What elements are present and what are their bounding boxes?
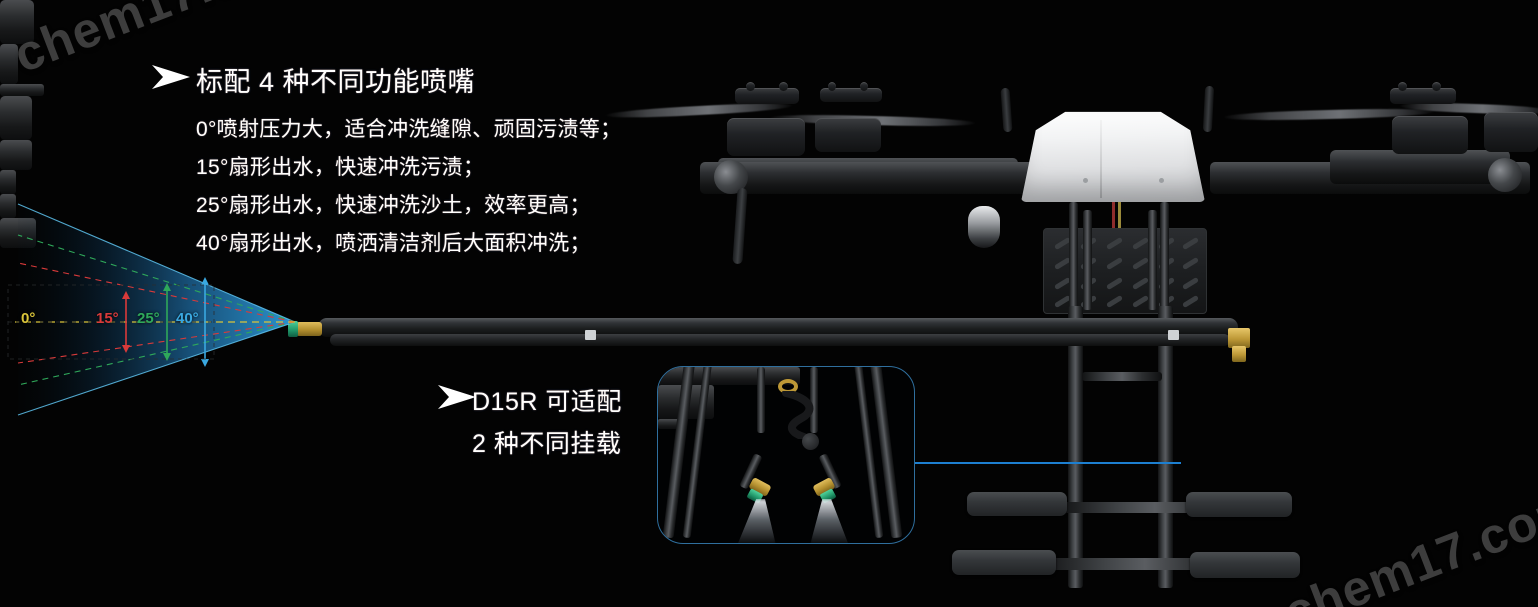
landing-skid-pad (1186, 492, 1292, 517)
nozzle-feature-line: 40°扇形出水，喷洒清洁剂后大面积冲洗； (196, 232, 591, 255)
landing-gear-leg (1148, 210, 1157, 310)
nav-light-housing (1488, 158, 1522, 192)
landing-skid-pad (967, 492, 1067, 516)
landing-gear-leg (1068, 306, 1083, 588)
landing-skid-pad (1190, 552, 1300, 578)
landing-gear-leg (1083, 210, 1092, 310)
boom-collar (0, 140, 32, 170)
arm-clamp (0, 96, 32, 140)
spray-boom-tube (318, 318, 1238, 337)
shell-screw (1159, 178, 1164, 183)
dual-nozzle-mount-inset (657, 366, 915, 544)
motor-bolt (828, 82, 836, 91)
spray-nozzle-body (296, 322, 322, 336)
motor-mount (820, 88, 882, 102)
spray-angle-label-0: 0° (21, 310, 36, 327)
arrow-bullet-icon (150, 62, 192, 92)
landing-gear-crossbar (1060, 502, 1250, 513)
antenna-rod (1000, 87, 1013, 133)
nozzle-feature-line: 0°喷射压力大，适合冲洗缝隙、顽固污渍等； (196, 118, 622, 141)
battery-wire (1112, 202, 1115, 228)
brass-fitting (1228, 328, 1250, 348)
battery-wire (1118, 202, 1121, 228)
drone-illustration (0, 0, 1538, 588)
fuselage-shell (1021, 111, 1205, 202)
arm-clamp (0, 44, 18, 84)
inset-frame-rail (757, 367, 765, 433)
boom-collar (0, 194, 16, 218)
camera-lens (968, 206, 1000, 248)
motor-mount (1390, 88, 1456, 104)
battery-rail (1160, 202, 1169, 314)
shell-crease (1100, 120, 1102, 198)
arm-clamp (0, 0, 34, 44)
mount-block-line2: 2 种不同挂载 (472, 430, 622, 458)
motor-housing (815, 118, 881, 152)
motor-housing (1484, 112, 1538, 152)
drone-arm (1330, 150, 1510, 184)
inset-valve-block (658, 419, 682, 429)
motor-mount (735, 88, 799, 104)
battery-module (1043, 228, 1207, 314)
gimbal-bracket (0, 84, 44, 96)
shell-screw (1083, 178, 1088, 183)
nozzle-feature-line: 15°扇形出水，快速冲洗污渍； (196, 156, 485, 179)
inset-connector-line (913, 462, 1181, 464)
motor-housing (727, 118, 805, 156)
inset-hose (782, 391, 814, 439)
spray-boom-tube (330, 334, 1230, 346)
inset-valve-cap (802, 433, 819, 450)
landing-skid-pad (952, 550, 1056, 575)
boom-collar (0, 170, 16, 194)
motor-bolt (779, 82, 788, 91)
motor-bolt (1432, 82, 1441, 91)
motor-bolt (860, 82, 868, 91)
antenna-rod (732, 187, 748, 265)
arrow-bullet-icon (436, 382, 478, 412)
antenna-rod (1202, 85, 1215, 133)
inset-water-jet (737, 499, 776, 543)
nozzle-block-title: 标配 4 种不同功能喷嘴 (196, 67, 476, 97)
battery-rail (1069, 202, 1078, 314)
spray-angle-diagram (7, 203, 296, 416)
boom-marker (585, 330, 596, 340)
mount-block-line1: D15R 可适配 (472, 388, 622, 416)
brass-fitting (1232, 346, 1246, 362)
spray-angle-label-15: 15° (96, 310, 119, 327)
inset-water-jet (810, 499, 849, 543)
inset-frame-rail (810, 367, 818, 433)
landing-gear-leg (1158, 306, 1173, 588)
boom-marker (1168, 330, 1179, 340)
motor-bolt (746, 82, 755, 91)
nozzle-feature-line: 25°扇形出水，快速冲洗沙土，效率更高； (196, 194, 591, 217)
spray-angle-label-40: 40° (176, 310, 199, 327)
motor-bolt (1398, 82, 1407, 91)
landing-gear-crossbar (1082, 372, 1162, 381)
motor-housing (1392, 116, 1468, 154)
spray-angle-label-25: 25° (137, 310, 160, 327)
spray-nozzle-tip (288, 321, 298, 337)
watermark: chem17.com (1276, 476, 1538, 607)
